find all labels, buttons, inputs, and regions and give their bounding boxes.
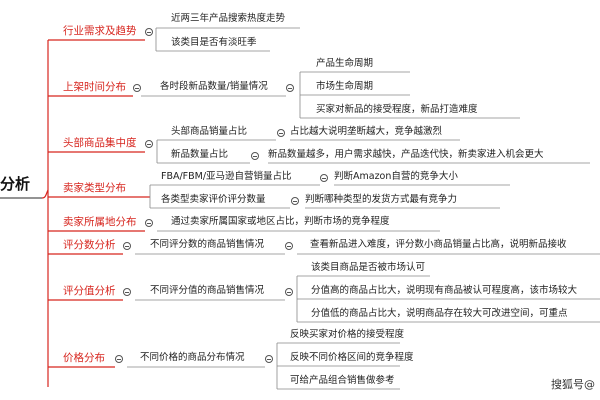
collapse-toggle-icon[interactable] [145, 28, 153, 36]
leaf-price-range-competition: 反映不同价格区间的竞争程度 [290, 352, 414, 363]
leaf-price-acceptance: 反映买家对价格的接受程度 [290, 329, 405, 340]
category-rating-count: 评分数分析 [63, 239, 116, 251]
sub-rating-value-sales: 不同评分值的商品销售情况 [150, 285, 265, 296]
leaf-product-lifecycle: 产品生命周期 [316, 58, 374, 69]
collapse-toggle-icon[interactable] [115, 355, 123, 363]
leaf-new-product-acceptance: 买家对新品的接受程度，新品打造难度 [316, 104, 478, 115]
sub-price-distribution: 不同价格的商品分布情况 [140, 352, 245, 363]
root-node-label: 分析 [0, 175, 31, 193]
category-industry-demand: 行业需求及趋势 [63, 25, 137, 37]
collapse-toggle-icon[interactable] [291, 197, 299, 205]
collapse-toggle-icon[interactable] [145, 219, 153, 227]
collapse-toggle-icon[interactable] [265, 355, 273, 363]
collapse-toggle-icon[interactable] [251, 152, 259, 160]
sub-new-product-sales: 各时段新品数量/销量情况 [160, 81, 268, 92]
category-listing-time: 上架时间分布 [63, 81, 126, 93]
category-seller-location: 卖家所属地分布 [63, 216, 137, 228]
category-seller-type: 卖家类型分布 [63, 182, 126, 194]
leaf-product-bundle: 可给产品组合销售做参考 [290, 375, 395, 386]
item-head-sales-share: 头部商品销量占比 [171, 126, 248, 137]
leaf-fulfillment-competitiveness: 判断哪种类型的发货方式最有竞争力 [305, 194, 458, 205]
leaf-monopoly: 占比越大说明垄断越大，竞争越激烈 [290, 126, 443, 137]
sub-rating-count-sales: 不同评分数的商品销售情况 [150, 239, 265, 250]
collapse-toggle-icon[interactable] [285, 288, 293, 296]
collapse-toggle-icon[interactable] [145, 140, 153, 148]
category-price-distribution: 价格分布 [63, 352, 105, 364]
collapse-toggle-icon[interactable] [286, 84, 294, 92]
leaf-location-competition: 通过卖家所属国家或地区占比，判断市场的竞争程度 [171, 216, 390, 227]
category-rating-value: 评分值分析 [63, 285, 116, 297]
collapse-toggle-icon[interactable] [277, 129, 285, 137]
leaf-market-lifecycle: 市场生命周期 [316, 81, 374, 92]
collapse-toggle-icon[interactable] [123, 288, 131, 296]
leaf-amazon-competition: 判断Amazon自营的竞争大小 [334, 171, 458, 182]
collapse-toggle-icon[interactable] [133, 84, 141, 92]
leaf-new-product-difficulty: 查看新品进入难度，评分数小商品销量占比高，说明新品接收 [310, 239, 567, 250]
leaf-high-rating-share: 分值高的商品占比大，说明现有商品被认可程度高，该市场较大 [311, 285, 578, 296]
item-seller-rating-count: 各类型卖家评价评分数量 [161, 194, 266, 205]
collapse-toggle-icon[interactable] [123, 242, 131, 250]
watermark-text: 搜狐号@ [551, 378, 595, 391]
leaf-low-rating-share: 分值低的商品占比大，说明商品存在较大可改进空间，可重点 [311, 308, 568, 319]
leaf-market-acceptance: 该类目商品是否被市场认可 [311, 262, 426, 273]
category-head-concentration: 头部商品集中度 [63, 137, 137, 149]
leaf-seasonality: 该类目是否有淡旺季 [171, 37, 257, 48]
item-new-product-share: 新品数量占比 [171, 149, 229, 160]
root-to-trunk [41, 189, 49, 199]
leaf-new-seller-opportunity: 新品数量越多，用户需求越快，产品迭代快，新卖家进入机会更大 [268, 149, 544, 160]
leaf-search-trend: 近两三年产品搜索热度走势 [171, 13, 286, 24]
collapse-toggle-icon[interactable] [320, 174, 328, 182]
collapse-toggle-icon[interactable] [285, 242, 293, 250]
item-fba-fbm-share: FBA/FBM/亚马逊自营销量占比 [161, 171, 292, 182]
